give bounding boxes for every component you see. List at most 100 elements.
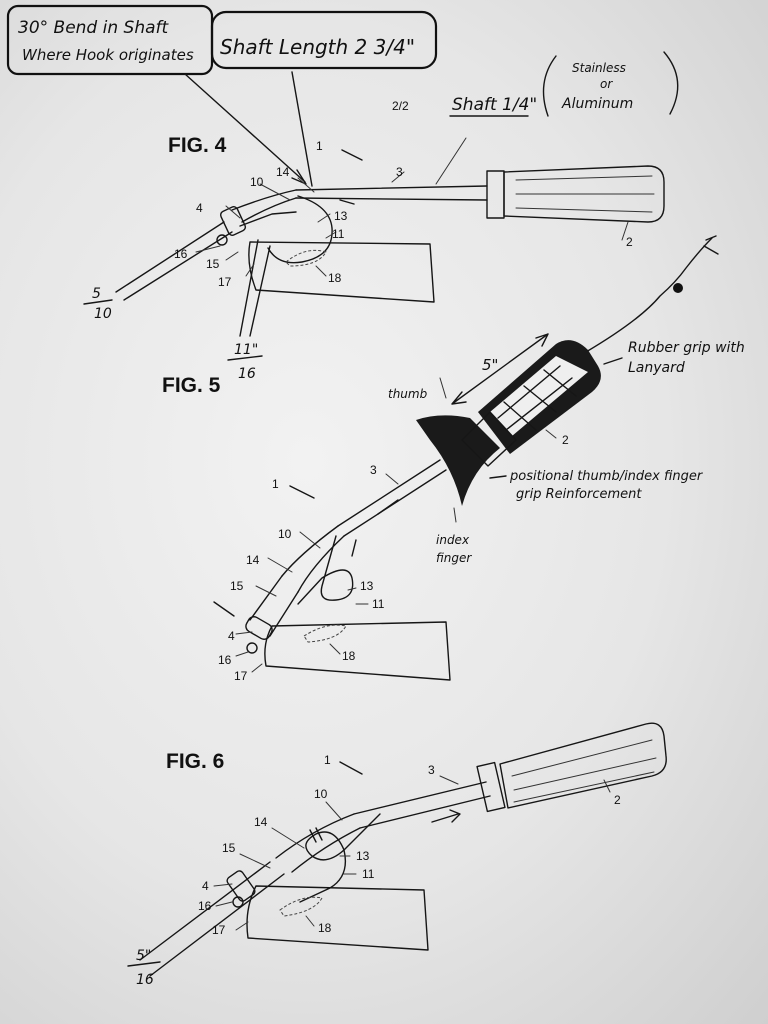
- figure-4-title: FIG. 4: [168, 134, 227, 157]
- fig6-collar: [226, 870, 256, 902]
- shaft-length-note: Shaft Length 2 3/4": [210, 10, 438, 187]
- fig4-tip-fraction: 5 10: [83, 286, 113, 322]
- fig5-bent-section: [281, 525, 345, 593]
- fig5-label-15: 15: [230, 579, 244, 593]
- fig5-handle-body: [461, 411, 517, 467]
- bend-leader-line: [184, 73, 306, 183]
- fig4-label-10: 10: [250, 175, 264, 189]
- fig4-label-17: 17: [218, 275, 232, 289]
- fig5-label-10: 10: [278, 527, 292, 541]
- fig4-label-16: 16: [174, 247, 188, 261]
- shaft-diameter-note: Shaft 1/4" Stainless or Aluminum: [435, 51, 679, 185]
- fig5-collar: [245, 616, 273, 640]
- material-line3: Aluminum: [561, 96, 633, 112]
- fig5-reinforcement-line2: grip Reinforcement: [516, 487, 642, 502]
- fig4-label-2: 2: [626, 235, 633, 249]
- figure-6-title: FIG. 6: [166, 750, 224, 773]
- fig5-reinforcement-line1: positional thumb/index finger: [509, 469, 704, 484]
- svg-text:5": 5": [136, 948, 151, 964]
- fig5-label-2: 2: [562, 433, 569, 447]
- fig5-label-11: 11: [372, 597, 385, 611]
- fig5-nail: [303, 624, 347, 643]
- fig6-tip: [139, 861, 285, 977]
- fig5-rubber-grip-leader: [603, 357, 623, 365]
- fig5-label-14: 14: [246, 553, 260, 567]
- fig5-lanyard: [585, 237, 713, 353]
- fig4-hook-wire: [267, 195, 333, 264]
- fig4-label-14: 14: [276, 165, 290, 179]
- fig6-label-17: 17: [212, 923, 226, 937]
- fig5-grip-length: 5": [482, 356, 498, 374]
- fig5-label-4: 4: [228, 629, 235, 643]
- fig4-label-13: 13: [334, 209, 348, 223]
- fig4-hook-arm: [239, 211, 297, 227]
- svg-text:11": 11": [234, 342, 258, 358]
- fig4-label-4: 4: [196, 201, 203, 215]
- fig5-rubber-grip-line1: Rubber grip with: [628, 340, 745, 356]
- fig4-label-18: 18: [328, 271, 342, 285]
- fig6-label-3: 3: [428, 763, 435, 777]
- material-paren-left: [542, 55, 557, 117]
- fig6-hook-wire: [299, 813, 381, 903]
- fig5-thumb-label: thumb: [388, 387, 428, 401]
- svg-text:16: 16: [136, 972, 154, 988]
- fig5-arrow-1: [289, 485, 315, 499]
- bend-leader-arrowhead: [291, 169, 307, 185]
- fig6-hook-marks: [309, 827, 323, 843]
- fig6-label-10: 10: [314, 787, 328, 801]
- fig5-hook-wire: [297, 535, 354, 605]
- fig5-tip: [249, 575, 299, 637]
- fig6-fabric: [246, 885, 429, 951]
- fig6-handle: [476, 722, 667, 813]
- fig6-label-16: 16: [198, 899, 212, 913]
- material-line2: or: [600, 77, 613, 91]
- fig4-bent-section: [231, 189, 297, 223]
- material-line1: Stainless: [572, 61, 626, 75]
- fig6-label-13: 13: [356, 849, 370, 863]
- fig6-label-2: 2: [614, 793, 621, 807]
- shaft-length-leader-line: [291, 71, 313, 187]
- fig5-arrow-2: [377, 499, 399, 515]
- svg-text:5: 5: [92, 286, 101, 302]
- svg-text:10: 10: [94, 306, 112, 322]
- fig5-index-label-line2: finger: [436, 551, 472, 565]
- fig4-label-15: 15: [206, 257, 220, 271]
- fig4-tip: [115, 221, 233, 301]
- svg-text:16: 16: [238, 366, 256, 382]
- shaft-diameter-text: Shaft 1/4": [452, 95, 537, 115]
- fig6-arrow-2: [431, 809, 461, 823]
- fig6-tip-fraction: 5" 16: [127, 948, 161, 988]
- fig4-arrow-2: [339, 199, 355, 205]
- fig6-label-14: 14: [254, 815, 268, 829]
- fig6-label-1: 1: [324, 753, 331, 767]
- fig4-handle: [486, 165, 665, 223]
- fig4-hook-fraction: 11" 16: [227, 342, 263, 382]
- fig5-label-1: 1: [272, 477, 279, 491]
- sheet-number: 2/2: [392, 99, 409, 113]
- shaft-diameter-leader-line: [435, 137, 467, 185]
- fig4-nail: [285, 249, 327, 267]
- fig6-nail: [279, 896, 323, 917]
- bend-note-line1: 30° Bend in Shaft: [18, 18, 169, 38]
- fig5-index-label-line1: index: [436, 533, 470, 547]
- fig4-label-1: 1: [316, 139, 323, 153]
- fig4-collar: [219, 206, 247, 236]
- figure-6: FIG. 6 1 2 3 4 10 11 13 14 15 16: [127, 722, 667, 988]
- fig6-bent-section: [275, 813, 361, 873]
- fig4-label-3: 3: [396, 165, 403, 179]
- fig5-dimension-line: [451, 333, 549, 405]
- fig5-arrow-3: [351, 539, 357, 557]
- fig5-label-13: 13: [360, 579, 374, 593]
- fig5-label-17: 17: [234, 669, 248, 683]
- fig5-rubber-grip: [478, 340, 601, 454]
- fig5-reinforcement-leader: [489, 475, 507, 479]
- fig6-label-15: 15: [222, 841, 236, 855]
- bend-note: 30° Bend in Shaft Where Hook originates: [6, 4, 307, 185]
- fig5-fabric: [264, 621, 451, 681]
- fig5-grip-reinforcement: [416, 415, 500, 506]
- fig6-ring: [232, 896, 244, 908]
- fig6-arrow-1: [339, 761, 363, 775]
- fig5-lanyard-ends: [703, 235, 719, 255]
